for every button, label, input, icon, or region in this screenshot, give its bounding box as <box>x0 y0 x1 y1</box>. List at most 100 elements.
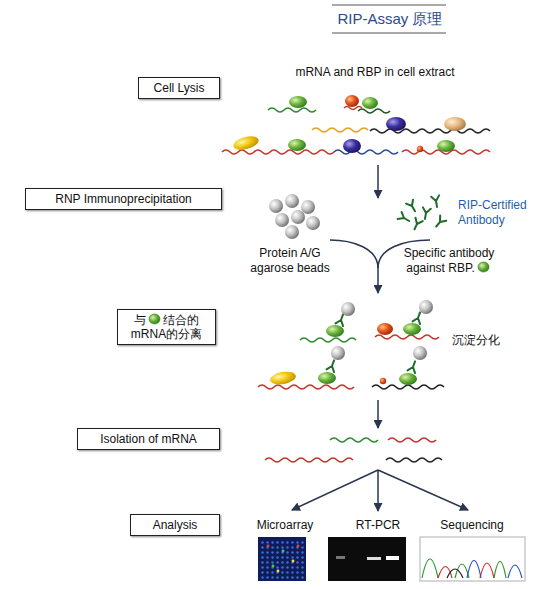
sequencing-trace <box>438 563 494 578</box>
step-label: Analysis <box>153 518 198 532</box>
split-arrow <box>292 470 468 511</box>
mrna-strand <box>312 128 368 132</box>
agarose-bead <box>275 213 289 227</box>
gel-image <box>336 556 345 559</box>
mrna-strand <box>358 109 390 113</box>
mrna-strand <box>334 150 398 154</box>
step-label: 与 <box>134 313 146 327</box>
gel-image <box>328 537 406 581</box>
split-arrow <box>377 470 379 511</box>
rbp-protein <box>362 97 378 109</box>
agarose-bead <box>306 216 320 230</box>
rbp-protein <box>289 96 307 108</box>
rbp-symbol <box>478 262 489 272</box>
agarose-bead <box>269 194 320 239</box>
step-text: Isolation of mRNA <box>100 432 197 446</box>
sequencing-trace <box>420 537 525 581</box>
agarose-bead <box>331 300 433 360</box>
gel-image <box>328 537 406 581</box>
step-label: Isolation of mRNA <box>100 432 197 446</box>
step-box: RNP Immunoprecipitation <box>25 188 222 210</box>
rbp-protein <box>386 117 406 131</box>
rbp-protein <box>269 370 297 386</box>
mrna-strand <box>222 150 334 154</box>
antibody <box>408 360 419 373</box>
rbp-symbol <box>148 313 161 325</box>
rbp-protein <box>269 323 421 386</box>
annotation-text: Microarray <box>257 518 314 532</box>
mrna-strand <box>222 107 490 155</box>
step-label: RNP Immunoprecipitation <box>55 192 192 206</box>
step-box: Cell Lysis <box>138 77 220 99</box>
merge-arrow <box>330 240 378 268</box>
mrna-strand <box>370 129 490 133</box>
annotation-text: Protein A/G agarose beads <box>250 246 329 275</box>
agarose-bead <box>285 225 299 239</box>
annotation: RIP-Certified Antibody <box>458 198 542 228</box>
annotation: 沉淀分化 <box>452 333 512 348</box>
mrna-strand <box>330 438 378 442</box>
antibody <box>398 212 412 224</box>
step-box: Isolation of mRNA <box>77 428 220 450</box>
agarose-bead <box>269 199 283 213</box>
rbp-protein <box>380 378 386 384</box>
rbp-protein <box>437 140 455 152</box>
annotation: Protein A/G agarose beads <box>244 246 336 276</box>
diagram-title: RIP-Assay 原理 <box>300 10 480 28</box>
antibody <box>411 218 423 231</box>
microarray-image <box>282 550 285 553</box>
rbp-protein <box>444 117 466 131</box>
gel-image <box>386 556 399 560</box>
annotation: Specific antibody against RBP. <box>388 246 510 276</box>
sequencing-trace <box>467 561 522 579</box>
agarose-bead <box>331 346 345 360</box>
step-text: Cell Lysis <box>154 81 205 95</box>
microarray-image <box>277 570 280 573</box>
mrna-strand <box>375 335 439 339</box>
rbp-protein <box>343 139 361 153</box>
antibody <box>421 207 431 219</box>
rbp-protein <box>318 372 336 384</box>
annotation: Microarray <box>245 518 325 533</box>
antibody <box>406 200 418 214</box>
agarose-bead <box>301 200 315 214</box>
step-box: 与结合的 mRNA的分离 <box>117 309 216 345</box>
rbp-protein <box>232 95 466 153</box>
antibody <box>398 195 447 231</box>
annotation-text: Sequencing <box>440 518 503 532</box>
step-label: Cell Lysis <box>154 81 205 95</box>
mrna-strand <box>386 458 442 462</box>
sequencing-trace <box>420 537 525 581</box>
rbp-protein <box>403 323 421 335</box>
annotation-text: mRNA and RBP in cell extract <box>295 65 454 79</box>
annotation: Sequencing <box>432 518 512 533</box>
antibody <box>431 195 441 207</box>
annotation-text: 沉淀分化 <box>452 333 500 347</box>
mrna-strand <box>265 438 442 462</box>
mrna-strand <box>258 335 444 389</box>
mrna-strand <box>268 108 316 112</box>
merge-arrow <box>377 268 379 293</box>
flow-arrow <box>377 400 379 428</box>
sequencing-trace <box>422 559 506 578</box>
mrna-strand <box>258 385 354 389</box>
mrna-strand <box>300 338 356 342</box>
antibody <box>327 311 424 373</box>
step-text: Analysis <box>153 518 198 532</box>
rbp-protein <box>288 139 306 151</box>
mrna-strand <box>372 385 444 389</box>
antibody <box>433 216 446 230</box>
microarray-image <box>258 537 306 581</box>
annotation-text: RIP-Certified Antibody <box>458 198 527 227</box>
rbp-symbol <box>477 261 490 273</box>
step-text: RNP Immunoprecipitation <box>55 192 192 206</box>
microarray-image <box>267 545 270 548</box>
microarray-image <box>260 539 304 579</box>
split-arrow <box>378 470 468 510</box>
rbp-protein <box>377 323 393 335</box>
annotation: mRNA and RBP in cell extract <box>250 65 500 80</box>
antibody <box>327 359 338 372</box>
rbp-protein <box>326 325 344 337</box>
